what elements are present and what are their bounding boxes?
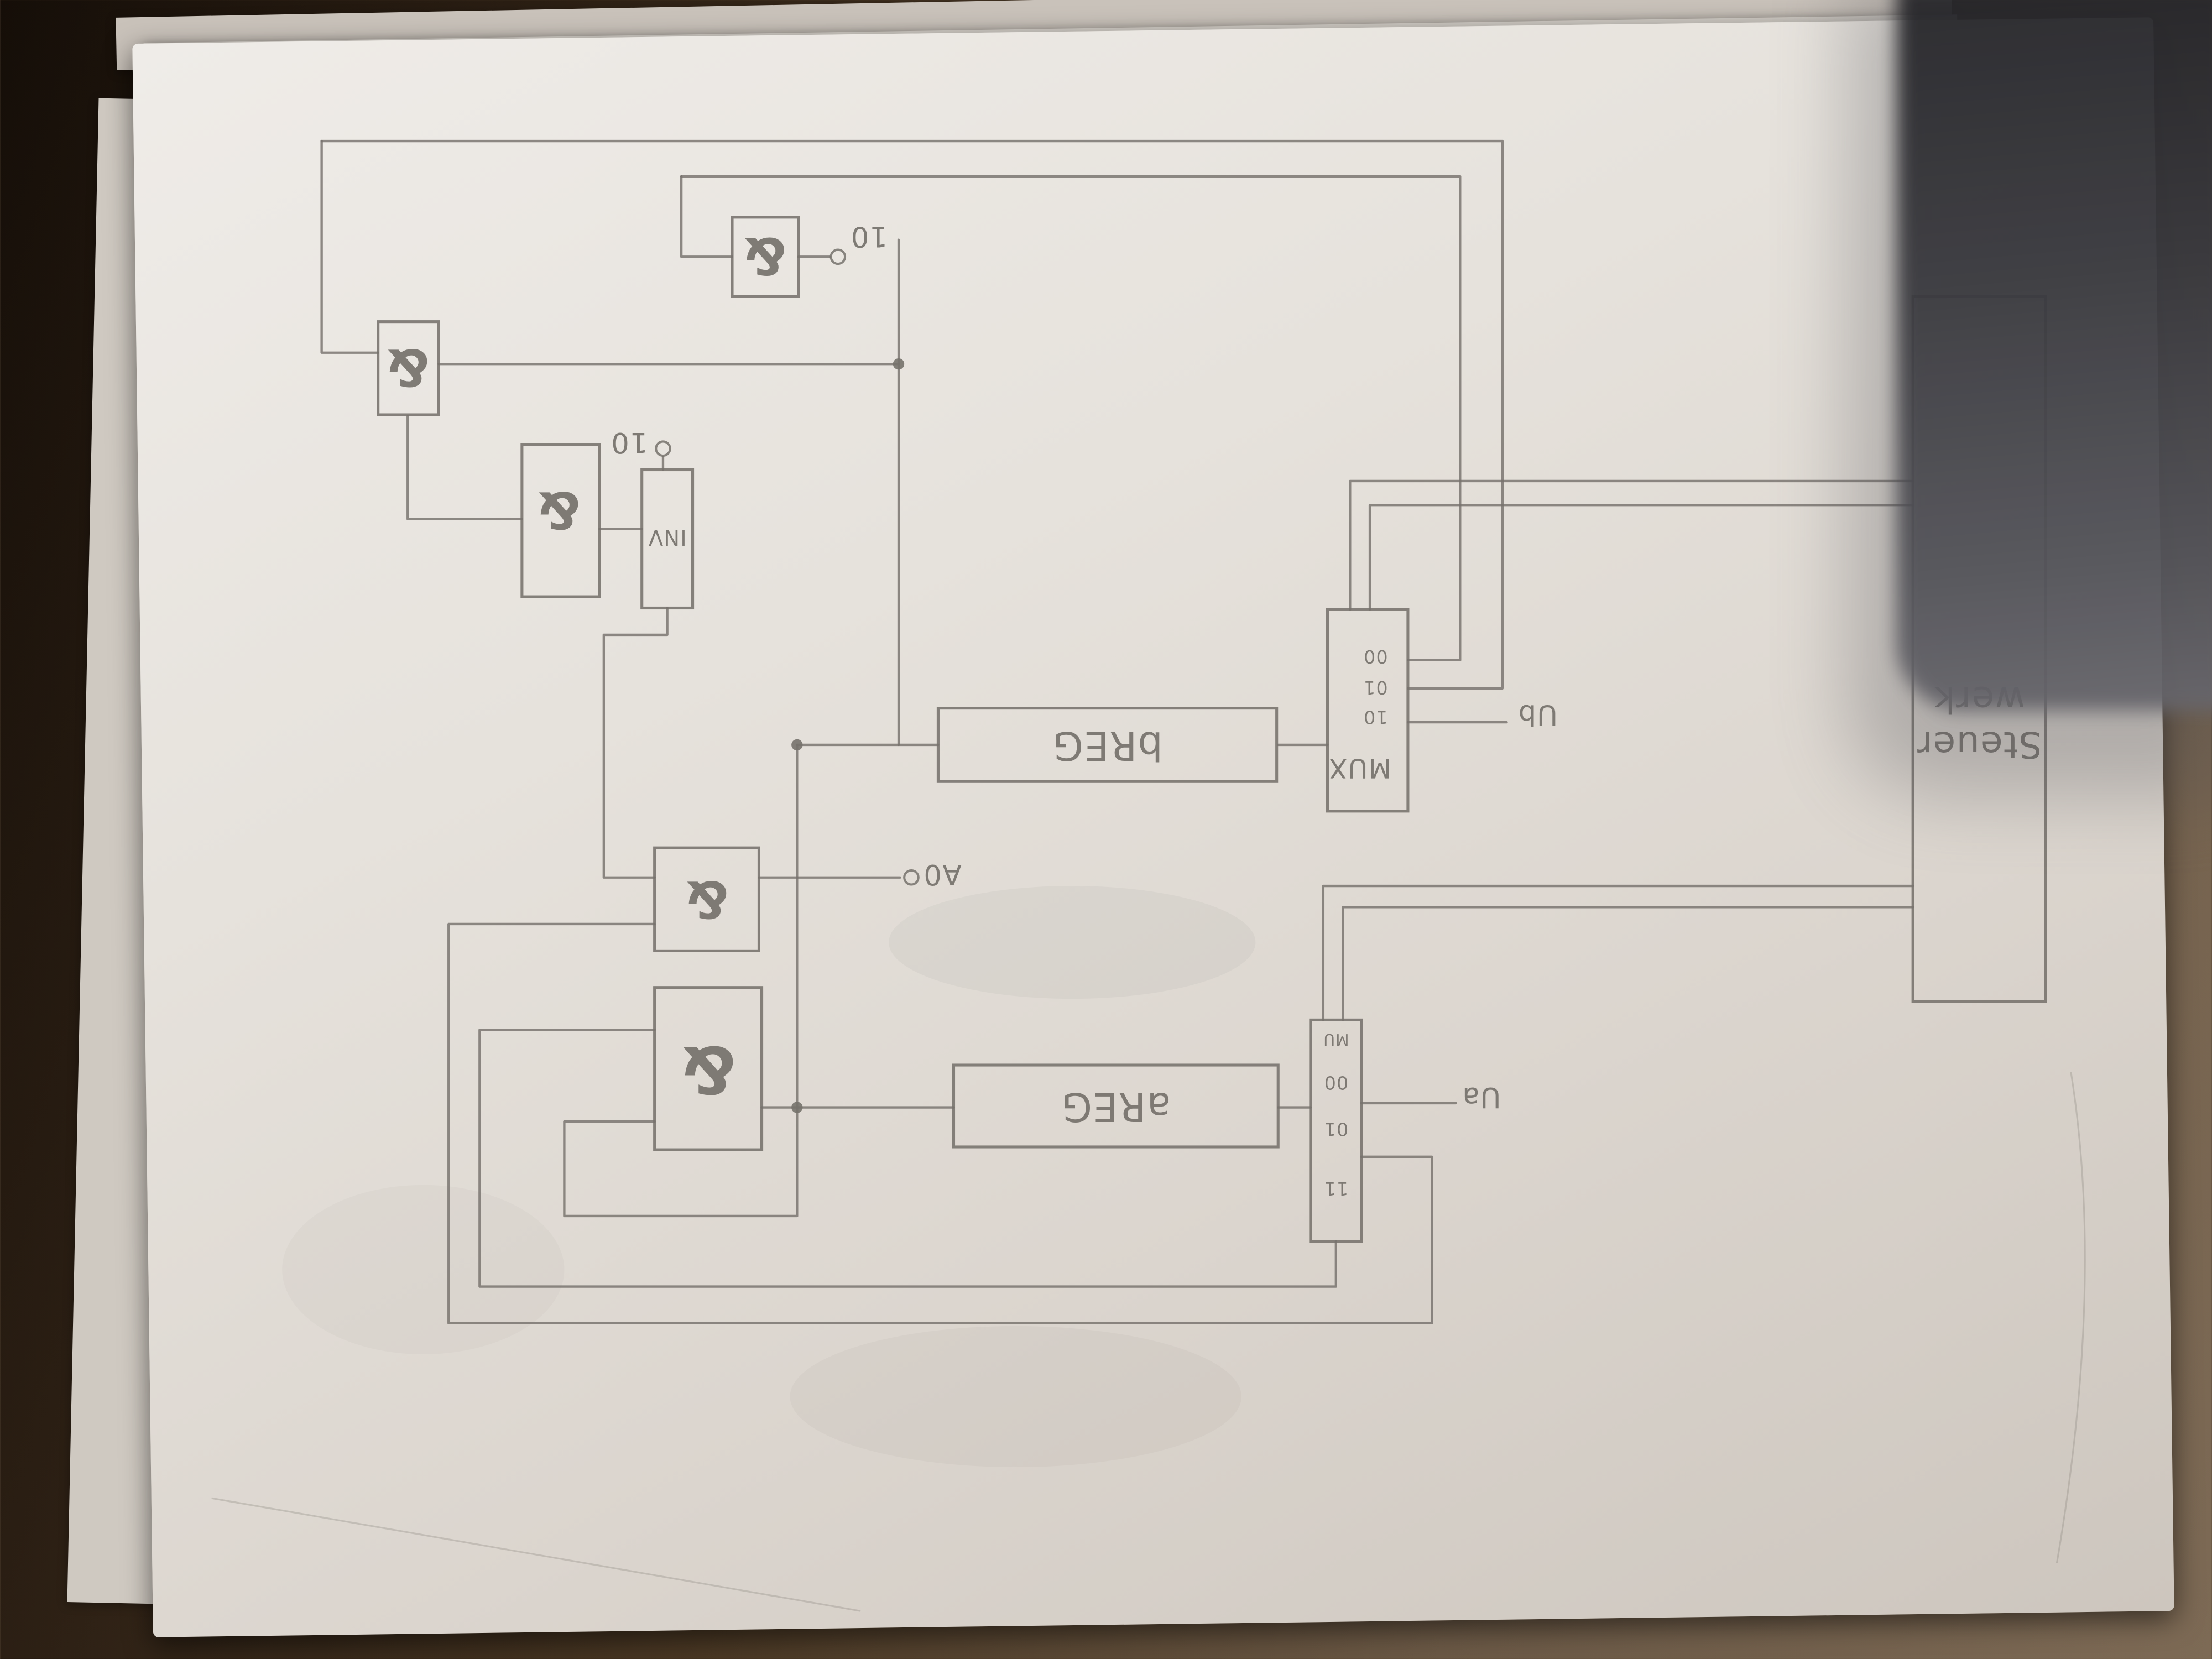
mux1-output-label-group: Ub — [1517, 698, 1557, 731]
junction-dot — [893, 358, 905, 370]
mux1-row-10: 10 — [1363, 707, 1388, 728]
gate1-symbol-group: & — [742, 226, 787, 285]
gate4-terminal-label-group: A0 — [923, 858, 962, 890]
mux1-row2-group: 10 — [1363, 707, 1388, 728]
gate3-box — [520, 443, 601, 598]
gate2-box — [377, 320, 440, 416]
mux2-label-group: MU — [1323, 1030, 1349, 1048]
mux1-label-group: MUX — [1328, 752, 1391, 783]
wire-loop-outer — [447, 922, 1433, 1325]
wire-control-mux1-b — [1368, 504, 1914, 611]
terminal-circle-gate4 — [903, 869, 920, 886]
areg-label-group: aREG — [1061, 1084, 1171, 1130]
wire-loop-inner — [478, 1029, 1337, 1288]
pencil-smudge — [889, 886, 1256, 999]
paper-crease — [211, 1497, 861, 1612]
gate4-box — [653, 846, 760, 952]
wire-inverter-to-gate4 — [602, 607, 669, 879]
areg-label: aREG — [1061, 1084, 1171, 1130]
gate4-symbol-group: & — [684, 869, 729, 928]
junction-dot — [791, 1102, 803, 1113]
camera-shadow — [1897, 0, 2212, 711]
mux1-output-label: Ub — [1517, 698, 1557, 731]
junction-dot — [791, 739, 803, 751]
paper-crease — [2056, 1072, 2086, 1563]
mux2-row-01: 01 — [1323, 1119, 1348, 1140]
gate2-and-symbol: & — [385, 338, 430, 397]
mux2-row-00: 00 — [1323, 1072, 1348, 1093]
gate3-and-symbol: & — [536, 480, 581, 539]
wire-control-mux2-b — [1342, 906, 1914, 1021]
breg-label: bREG — [1052, 723, 1162, 769]
gate1-terminal-label: 10 — [851, 220, 888, 253]
gate5-and-symbol: & — [680, 1031, 737, 1107]
mux2-label: MU — [1323, 1030, 1349, 1048]
inverter-terminal-label: 10 — [611, 426, 648, 458]
mux1-row1-group: 01 — [1363, 677, 1388, 698]
gate4-and-symbol: & — [684, 869, 729, 928]
mux2-row0-group: 00 — [1323, 1072, 1348, 1093]
mux2-output-label-group: Ua — [1462, 1081, 1501, 1113]
wire-control-mux1-a — [1349, 479, 1914, 611]
wire-gate2-input — [320, 139, 379, 354]
mux1-row-00: 00 — [1363, 646, 1388, 667]
wire-control-mux2-a — [1322, 884, 1914, 1021]
breg-label-group: bREG — [1052, 723, 1162, 769]
pencil-smudge — [282, 1185, 565, 1354]
gate5-box — [653, 986, 764, 1151]
terminal-circle-inverter — [655, 440, 671, 457]
wire-gate2-to-gate3 — [406, 415, 524, 520]
wire-top-feedback-outer — [320, 139, 1504, 690]
mux2-output-label: Ua — [1462, 1081, 1501, 1113]
gate1-and-symbol: & — [742, 226, 787, 285]
mux2-row1-group: 01 — [1323, 1119, 1348, 1140]
gate1-terminal-label-group: 10 — [851, 220, 888, 253]
gate4-terminal-label: A0 — [923, 858, 962, 890]
wire-gate5-feedback — [563, 1106, 799, 1218]
mux1-label: MUX — [1328, 752, 1391, 783]
pencil-smudge — [790, 1326, 1241, 1468]
mux1-box — [1326, 608, 1410, 813]
mux2-row2-group: 11 — [1323, 1178, 1348, 1199]
wire-gate1-input — [680, 175, 734, 258]
gate5-symbol-group: & — [680, 1031, 737, 1107]
gate2-symbol-group: & — [385, 338, 430, 397]
inverter-label: INV — [648, 525, 687, 550]
gate3-symbol-group: & — [536, 480, 581, 539]
terminal-circle-gate1 — [830, 248, 847, 265]
mux2-row-11: 11 — [1323, 1178, 1348, 1199]
mux1-row0-group: 00 — [1363, 646, 1388, 667]
mux1-row-01: 01 — [1363, 677, 1388, 698]
steuerwerk-label-line1: Steuer — [1917, 723, 2042, 766]
areg-box — [952, 1063, 1280, 1149]
inverter-label-group: INV — [648, 525, 687, 550]
wire-top-feedback-inner — [680, 175, 1462, 662]
inverter-terminal-label-group: 10 — [611, 426, 648, 458]
